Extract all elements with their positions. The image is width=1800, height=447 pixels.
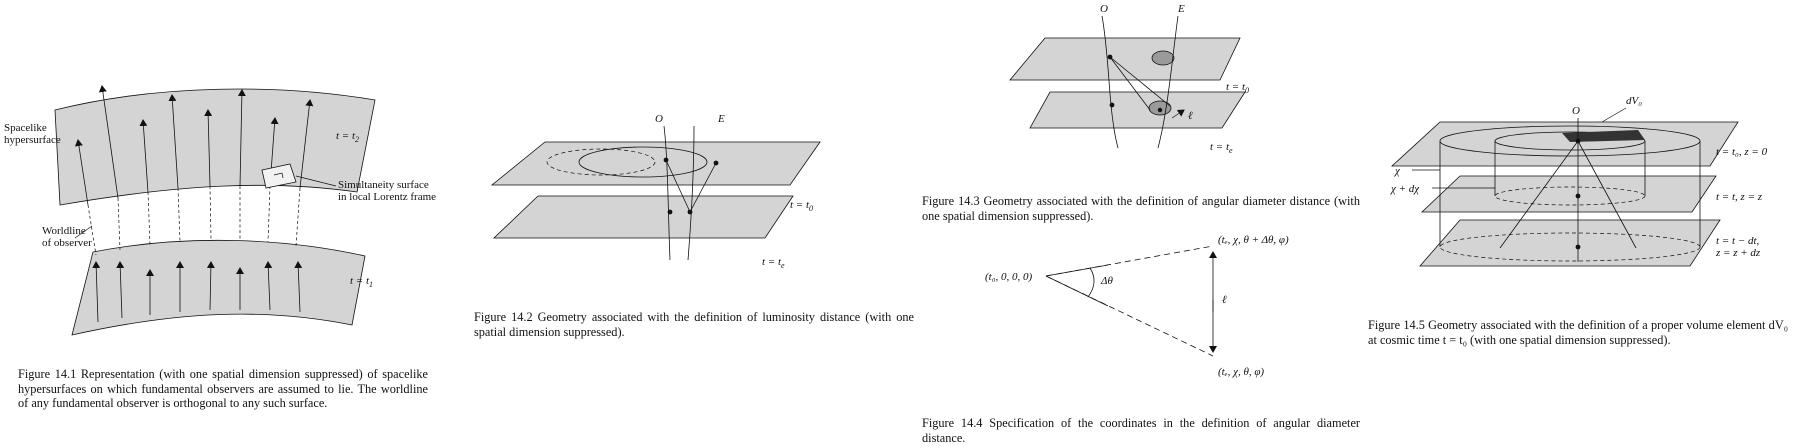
label-E: E — [717, 113, 725, 125]
label-O: O — [1100, 3, 1108, 15]
te-label: t = te — [762, 256, 785, 270]
bottom-point-label: (tₑ, χ, θ, φ) — [1218, 366, 1264, 378]
figure-14-1: Spacelike hypersurface t = t2 t = t1 Sim… — [4, 85, 436, 336]
caption-figure-14-3: Figure 14.3 Geometry associated with the… — [922, 194, 1360, 223]
simultaneity-label-1: Simultaneity surface — [338, 179, 429, 191]
simultaneity-label-2: in local Lorentz frame — [338, 191, 436, 203]
t1-label: t = t1 — [350, 275, 373, 289]
ell-label: ℓ — [1222, 294, 1227, 306]
plane-middle-label: t = t, z = z — [1716, 191, 1763, 203]
worldlines-upper — [74, 85, 314, 206]
plane-t0 — [1009, 37, 1241, 81]
origin-label: (t₀, 0, 0, 0) — [985, 271, 1033, 283]
dtheta-label: Δθ — [1100, 275, 1113, 287]
caption-figure-14-4: Figure 14.4 Specification of the coordin… — [922, 416, 1360, 445]
figure-14-2: O E t = t0 t = te — [490, 113, 821, 270]
plane-top-label: t = t₀, z = 0 — [1716, 146, 1768, 158]
worldlines-dashed — [87, 185, 301, 256]
lower-hypersurface — [71, 239, 366, 336]
spacelike-label: Spacelike — [4, 122, 47, 134]
chi-dchi-label: χ + dχ — [1390, 183, 1420, 195]
top-point-label: (tₑ, χ, θ + Δθ, φ) — [1218, 234, 1289, 246]
caption-figure-14-1: Figure 14.1 Representation (with one spa… — [18, 367, 428, 411]
lorentz-frame-patch — [261, 163, 297, 189]
label-O: O — [655, 113, 663, 125]
plane-t0 — [490, 141, 821, 186]
plane-bottom-label-2: z = z + dz — [1715, 247, 1761, 259]
plane-bottom — [1419, 219, 1721, 267]
plane-middle — [1420, 175, 1717, 213]
upper-hypersurface — [54, 88, 376, 206]
figure-14-4: (t₀, 0, 0, 0) (tₑ, χ, θ + Δθ, φ) (tₑ, χ,… — [985, 234, 1289, 378]
ell-label: ℓ — [1188, 110, 1193, 122]
figure-14-3: O E ℓ t = t0 t = te — [1009, 3, 1249, 155]
worldline-label-2: of observer — [42, 237, 92, 249]
worldline-E — [687, 125, 695, 261]
figure-14-5: O dV₀ χ χ + dχ t = t₀, z = 0 t = t, z = … — [1390, 95, 1768, 267]
t0-label: t = t0 — [1226, 81, 1249, 95]
plane-bottom-label-1: t = t − dt, — [1716, 235, 1760, 247]
plane-top — [1390, 121, 1739, 167]
t2-label: t = t2 — [336, 130, 359, 144]
plane-te — [493, 195, 794, 239]
caption-figure-14-2: Figure 14.2 Geometry associated with the… — [474, 310, 914, 339]
chi-label: χ — [1394, 165, 1401, 177]
worldline-O — [663, 125, 671, 261]
plane-te — [1029, 91, 1246, 129]
te-label: t = te — [1210, 141, 1233, 155]
worldlines-lower — [92, 261, 303, 323]
label-E: E — [1177, 3, 1185, 15]
dV0-label: dV₀ — [1626, 95, 1642, 107]
label-O: O — [1572, 105, 1580, 117]
caption-figure-14-5: Figure 14.5 Geometry associated with the… — [1368, 318, 1788, 347]
t0-label: t = t0 — [790, 199, 813, 213]
hypersurface-label: hypersurface — [4, 134, 61, 146]
worldline-label-1: Worldline — [42, 225, 86, 237]
